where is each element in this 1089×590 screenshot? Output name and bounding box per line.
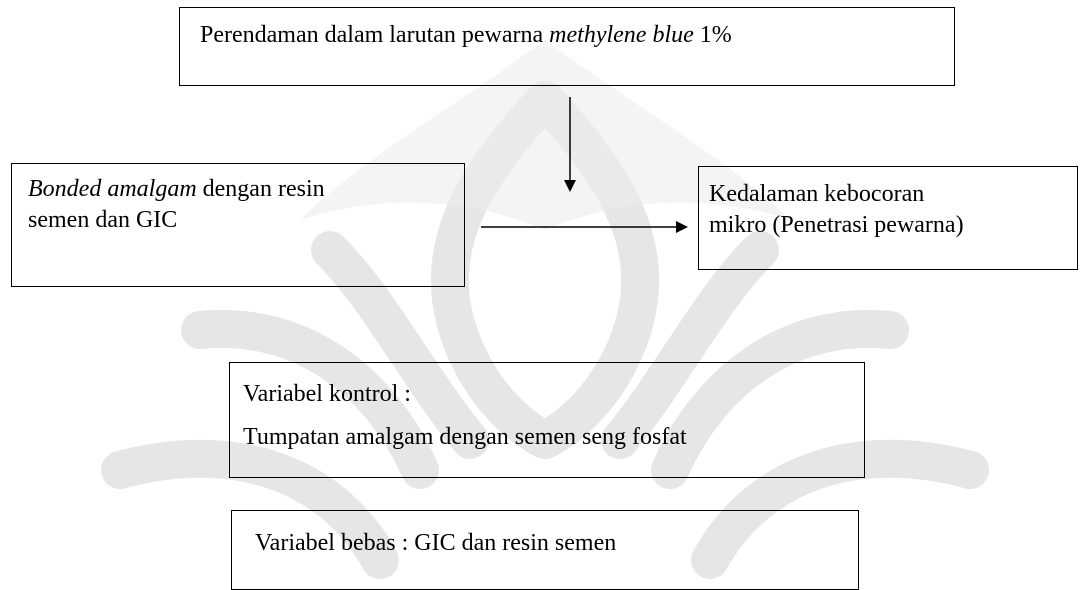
outcome-line-1: Kedalaman kebocoran	[709, 181, 925, 207]
control-variable-label: Variabel kontrol :	[243, 381, 411, 407]
independent-variable-text: Variabel bebas : GIC dan resin semen	[255, 530, 617, 556]
treatment-line-1: Bonded amalgam dengan resin	[28, 176, 325, 202]
control-variable-box: Variabel kontrol : Tumpatan amalgam deng…	[229, 362, 865, 478]
outcome-box: Kedalaman kebocoran mikro (Penetrasi pew…	[698, 166, 1078, 270]
treatment-box: Bonded amalgam dengan resin semen dan GI…	[11, 163, 465, 287]
treatment-line-2: semen dan GIC	[28, 207, 178, 234]
outcome-line-2: mikro (Penetrasi pewarna)	[709, 212, 964, 239]
soaking-text: Perendaman dalam larutan pewarna methyle…	[200, 22, 732, 48]
independent-variable-box: Variabel bebas : GIC dan resin semen	[231, 510, 859, 590]
control-variable-value: Tumpatan amalgam dengan semen seng fosfa…	[243, 424, 687, 451]
soaking-box: Perendaman dalam larutan pewarna methyle…	[179, 7, 955, 86]
